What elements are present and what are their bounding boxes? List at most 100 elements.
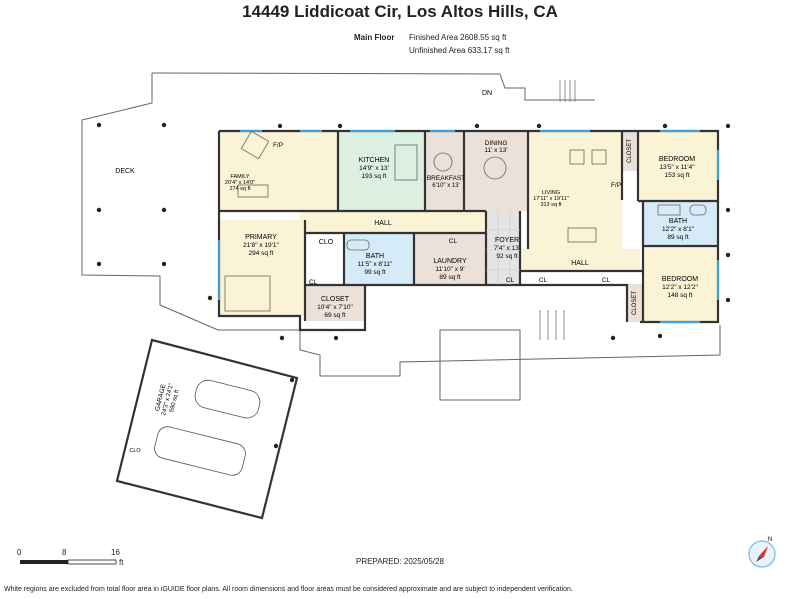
scale-unit: ft	[119, 558, 124, 567]
hall-2-label: HALL	[571, 260, 589, 267]
entry-platform	[439, 329, 521, 401]
svg-text:LIVING: LIVING	[542, 190, 560, 196]
svg-text:KITCHEN: KITCHEN	[359, 157, 390, 164]
svg-text:BEDROOM: BEDROOM	[659, 156, 695, 163]
room-foyer	[486, 211, 520, 285]
windows	[218, 130, 719, 323]
svg-text:274 sq ft: 274 sq ft	[229, 186, 251, 192]
svg-text:FOYER: FOYER	[495, 237, 519, 244]
foyer-tile-pattern	[486, 211, 520, 285]
finished-area: Finished Area 2608.55 sq ft	[409, 33, 507, 42]
scale-bar	[20, 559, 117, 565]
fp-label-1: F/P	[273, 142, 283, 149]
scale-label-0: 0	[17, 548, 22, 557]
room-bedroom-2	[643, 246, 718, 322]
scale-label-16: 16	[111, 548, 120, 557]
room-hall-2	[520, 249, 640, 271]
fp-label-2: F/P	[611, 182, 621, 189]
svg-text:BREAKFAST: BREAKFAST	[427, 175, 465, 182]
bath-1-label: BATH 11'5" x 8'11" 99 sq ft	[358, 253, 393, 276]
svg-text:11' x 13': 11' x 13'	[484, 147, 507, 154]
svg-text:PRIMARY: PRIMARY	[245, 234, 277, 241]
room-closet-v2	[627, 284, 643, 322]
svg-text:6'10" x 13': 6'10" x 13'	[432, 183, 459, 189]
room-kitchen	[338, 131, 425, 211]
room-bedroom-1	[638, 131, 718, 201]
closet-v1-label: CLOSET	[627, 139, 633, 163]
cl-laundry-label: CL	[449, 238, 458, 245]
svg-text:10'4" x 7'10": 10'4" x 7'10"	[317, 304, 353, 311]
room-bath-2	[643, 201, 718, 246]
svg-text:BATH: BATH	[366, 253, 384, 260]
clo-garage-label: CLO	[129, 448, 141, 454]
unfinished-area: Unfinished Area 633.17 sq ft	[409, 46, 510, 55]
cl-c-label: CL	[506, 277, 515, 284]
svg-text:153 sq ft: 153 sq ft	[665, 172, 690, 179]
room-bath-1	[344, 233, 414, 285]
svg-text:12'2" x 8'1": 12'2" x 8'1"	[662, 226, 695, 233]
primary-label: PRIMARY 21'8" x 19'1" 294 sq ft	[243, 234, 279, 257]
closet-walk-label: CLOSET 10'4" x 7'10" 69 sq ft	[317, 296, 353, 319]
svg-text:20'4" x 14'0": 20'4" x 14'0"	[225, 180, 255, 186]
deck-stairs	[539, 80, 576, 340]
kitchen-label: KITCHEN 14'9" x 13' 193 sq ft	[359, 157, 390, 180]
breakfast-label: BREAKFAST 6'10" x 13'	[427, 175, 465, 189]
bedroom-1-label: BEDROOM 13'5" x 11'4" 153 sq ft	[659, 156, 695, 179]
room-closet-walk	[305, 285, 365, 321]
cl-a-label: CL	[539, 277, 548, 284]
svg-text:590 sq ft: 590 sq ft	[169, 389, 180, 413]
room-family	[219, 131, 338, 211]
svg-text:N: N	[768, 537, 772, 543]
garage-cars	[154, 379, 261, 476]
svg-text:7'4" x 13': 7'4" x 13'	[494, 245, 520, 252]
room-laundry	[414, 233, 486, 285]
hall-1-label: HALL	[374, 220, 392, 227]
svg-text:12'2" x 12'2": 12'2" x 12'2"	[662, 284, 698, 291]
cl-bath-label: CL	[309, 279, 318, 286]
svg-text:11'10" x 9': 11'10" x 9'	[435, 266, 464, 273]
dining-label: DINING 11' x 13'	[484, 140, 507, 154]
page-title: 14449 Liddicoat Cir, Los Altos Hills, CA	[242, 2, 558, 21]
room-hall-1	[300, 211, 486, 233]
svg-text:BATH: BATH	[669, 218, 687, 225]
svg-text:148 sq ft: 148 sq ft	[668, 292, 693, 299]
svg-text:BEDROOM: BEDROOM	[662, 276, 698, 283]
svg-text:92 sq ft: 92 sq ft	[496, 253, 518, 260]
svg-text:89 sq ft: 89 sq ft	[667, 234, 689, 241]
svg-text:69 sq ft: 69 sq ft	[324, 312, 346, 319]
svg-text:14'9" x 13': 14'9" x 13'	[359, 165, 389, 172]
room-dining	[464, 131, 528, 211]
svg-text:294 sq ft: 294 sq ft	[249, 250, 274, 257]
family-label: FAMILY 20'4" x 14'0" 274 sq ft	[225, 174, 255, 192]
room-primary	[219, 220, 305, 316]
deck-posts	[96, 122, 731, 449]
furniture	[224, 130, 707, 312]
living-label: LIVING 17'11" x 19'11" 313 sq ft	[533, 190, 569, 208]
bedroom-2-label: BEDROOM 12'2" x 12'2" 148 sq ft	[662, 276, 699, 299]
svg-text:313 sq ft: 313 sq ft	[540, 202, 562, 208]
svg-text:89 sq ft: 89 sq ft	[439, 274, 461, 281]
svg-text:193 sq ft: 193 sq ft	[362, 173, 387, 180]
scale-label-8: 8	[62, 548, 67, 557]
room-closet-v1	[622, 131, 638, 171]
svg-text:CLOSET: CLOSET	[321, 296, 350, 303]
closet-v2-label: CLOSET	[632, 291, 638, 315]
svg-text:LAUNDRY: LAUNDRY	[433, 258, 467, 265]
deck-label: DECK	[115, 168, 135, 175]
bath-2-label: BATH 12'2" x 8'1" 89 sq ft	[662, 218, 695, 241]
svg-text:13'5" x 11'4": 13'5" x 11'4"	[659, 164, 695, 171]
svg-text:11'5" x 8'11": 11'5" x 8'11"	[358, 261, 393, 268]
foyer-label: FOYER 7'4" x 13' 92 sq ft	[494, 237, 520, 260]
floor-label: Main Floor	[354, 33, 395, 42]
disclaimer: White regions are excluded from total fl…	[4, 586, 573, 593]
svg-text:99 sq ft: 99 sq ft	[364, 269, 386, 276]
svg-text:FAMILY: FAMILY	[230, 174, 249, 180]
cl-b-label: CL	[602, 277, 611, 284]
compass-icon: N	[748, 537, 776, 568]
svg-text:17'11" x 19'11": 17'11" x 19'11"	[533, 196, 569, 202]
dn-label: DN	[482, 90, 492, 97]
garage-outline	[115, 338, 299, 520]
laundry-label: LAUNDRY 11'10" x 9' 89 sq ft	[433, 258, 467, 281]
svg-text:21'8" x 19'1": 21'8" x 19'1"	[243, 242, 279, 249]
